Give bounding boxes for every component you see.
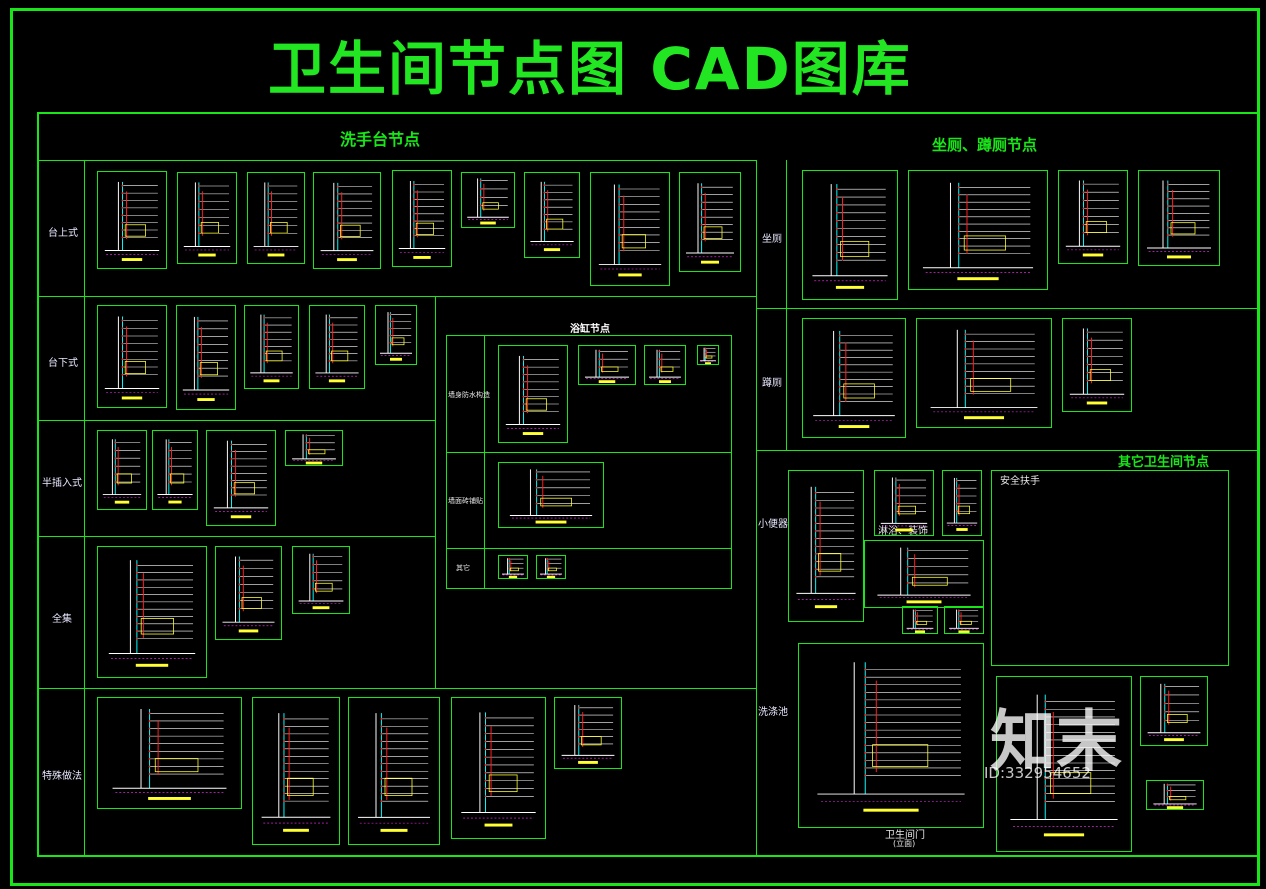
divider	[756, 450, 1259, 451]
cad-sheet	[644, 345, 686, 385]
row-label-squat-toilet: 蹲厕	[762, 378, 782, 389]
cad-sheet	[247, 172, 305, 264]
row-label-wash-basin: 洗涤池	[758, 707, 788, 718]
cad-sheet	[864, 540, 984, 608]
row-label-semi-embedded: 半插入式	[42, 478, 82, 489]
cad-sheet	[97, 430, 147, 510]
cad-sheet	[348, 697, 440, 845]
sub-box	[446, 335, 732, 589]
page-title: 卫生间节点图 CAD图库	[268, 35, 912, 103]
main-frame	[37, 112, 1259, 857]
cad-sheet	[97, 171, 167, 269]
section-other-header: 其它卫生间节点	[1118, 455, 1210, 470]
divider	[756, 160, 757, 857]
row-label-full-set: 全集	[52, 614, 72, 625]
cad-sheet	[309, 305, 365, 389]
cad-sheet	[996, 676, 1132, 852]
divider	[446, 452, 732, 453]
cad-sheet	[874, 470, 934, 536]
cad-sheet	[498, 462, 604, 528]
cad-sheet	[1138, 170, 1220, 266]
sub-label-3: 其它	[456, 564, 470, 572]
divider	[37, 296, 757, 297]
cad-sheet	[461, 172, 515, 228]
shower-label: 淋浴、装饰	[878, 526, 928, 537]
cad-sheet	[944, 606, 984, 634]
cad-sheet	[798, 643, 984, 828]
cad-sheet	[524, 172, 580, 258]
divider	[37, 420, 435, 421]
divider	[37, 536, 435, 537]
cad-sheet	[902, 606, 938, 634]
cad-sheet	[285, 430, 343, 466]
section-washbasin-header: 洗手台节点	[340, 130, 421, 149]
cad-sheet	[97, 546, 207, 678]
cad-sheet	[498, 345, 568, 443]
cad-sheet	[498, 555, 528, 579]
cad-sheet	[578, 345, 636, 385]
cad-sheet	[679, 172, 741, 272]
sub-label-1: 墙身防水构造	[448, 391, 490, 399]
cad-sheet	[177, 172, 237, 264]
divider	[37, 688, 757, 689]
cad-sheet	[152, 430, 198, 510]
sub-box-title: 浴缸节点	[570, 324, 610, 335]
cad-sheet	[97, 305, 167, 408]
divider	[786, 160, 787, 450]
cad-sheet	[244, 305, 299, 389]
divider	[84, 160, 85, 857]
cad-sheet	[176, 305, 236, 410]
cad-sheet	[206, 430, 276, 526]
cad-sheet	[97, 697, 242, 809]
cad-sheet	[554, 697, 622, 769]
row-label-countertop: 台上式	[48, 228, 78, 239]
safety-rail-label: 安全扶手	[1000, 476, 1040, 487]
watermark-logo: 知末	[990, 703, 1122, 780]
divider	[756, 308, 1259, 309]
cad-sheet	[1058, 170, 1128, 264]
cad-sheet	[916, 318, 1052, 428]
cad-sheet	[1146, 780, 1204, 810]
row-label-undercounter: 台下式	[48, 358, 78, 369]
cad-sheet	[942, 470, 982, 536]
cad-sheet	[392, 170, 452, 267]
row-label-urinal: 小便器	[758, 519, 788, 530]
cad-sheet	[788, 470, 864, 622]
cad-sheet	[802, 170, 898, 300]
row-label-special: 特殊做法	[42, 771, 82, 782]
row-label-seat-toilet: 坐厕	[762, 234, 782, 245]
cad-sheet	[908, 170, 1048, 290]
cad-sheet	[375, 305, 417, 365]
cad-sheet	[1062, 318, 1132, 412]
cad-sheet	[451, 697, 546, 839]
cad-sheet	[802, 318, 906, 438]
cad-sheet	[590, 172, 670, 286]
divider	[446, 548, 732, 549]
divider	[37, 160, 757, 161]
cad-sheet	[215, 546, 282, 640]
door-label: 卫生间门	[885, 830, 925, 841]
sub-label-2: 墙面砖铺贴	[448, 497, 483, 505]
other-box-rail	[991, 470, 1229, 666]
divider	[484, 335, 485, 589]
section-toilet-header: 坐厕、蹲厕节点	[932, 136, 1038, 154]
door-sub-label: (立面)	[893, 839, 916, 848]
cad-sheet	[252, 697, 340, 845]
cad-sheet	[313, 172, 381, 269]
cad-sheet	[697, 345, 719, 365]
divider	[435, 296, 436, 688]
cad-sheet	[292, 546, 350, 614]
cad-sheet	[1140, 676, 1208, 746]
cad-sheet	[536, 555, 566, 579]
watermark-id: ID:332954652	[984, 764, 1091, 782]
